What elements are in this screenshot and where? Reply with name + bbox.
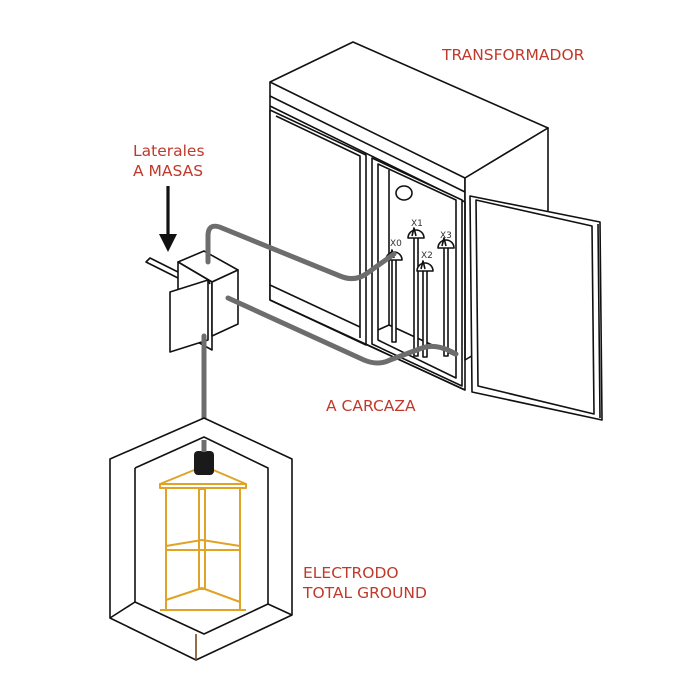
terminal-label-x0: X0 [390,239,402,249]
terminal-label-x1: X1 [411,219,423,229]
terminal-bushings: X0 X1 X2 X3 [385,219,455,358]
lateral-rod [145,257,183,279]
junction-plate [169,279,209,353]
terminal-x3: X3 [437,231,455,357]
electrode-label-line1: ELECTRODO [303,564,399,582]
inspection-knob [395,185,413,201]
laterals-label-line2: A MASAS [133,162,204,180]
terminal-x1: X1 [407,219,425,357]
junction-box [145,250,239,353]
terminal-label-x2: X2 [421,251,433,261]
terminal-label-x3: X3 [440,231,452,241]
electrode-cap [194,451,214,475]
housing-label: A CARCAZA [326,397,416,415]
terminal-x2: X2 [416,251,434,358]
transformer-label: TRANSFORMADOR [442,46,585,64]
laterals-label-line1: Laterales [133,142,205,160]
cabinet-open-door [469,195,603,421]
electrode-label-line2: TOTAL GROUND [303,584,427,602]
laterals-arrow [159,186,177,252]
ground-pit [109,417,293,661]
cabinet-left-door [269,109,367,346]
ground-electrode [159,440,247,611]
cable-to-housing [225,295,459,366]
cable-to-x0 [205,223,397,282]
